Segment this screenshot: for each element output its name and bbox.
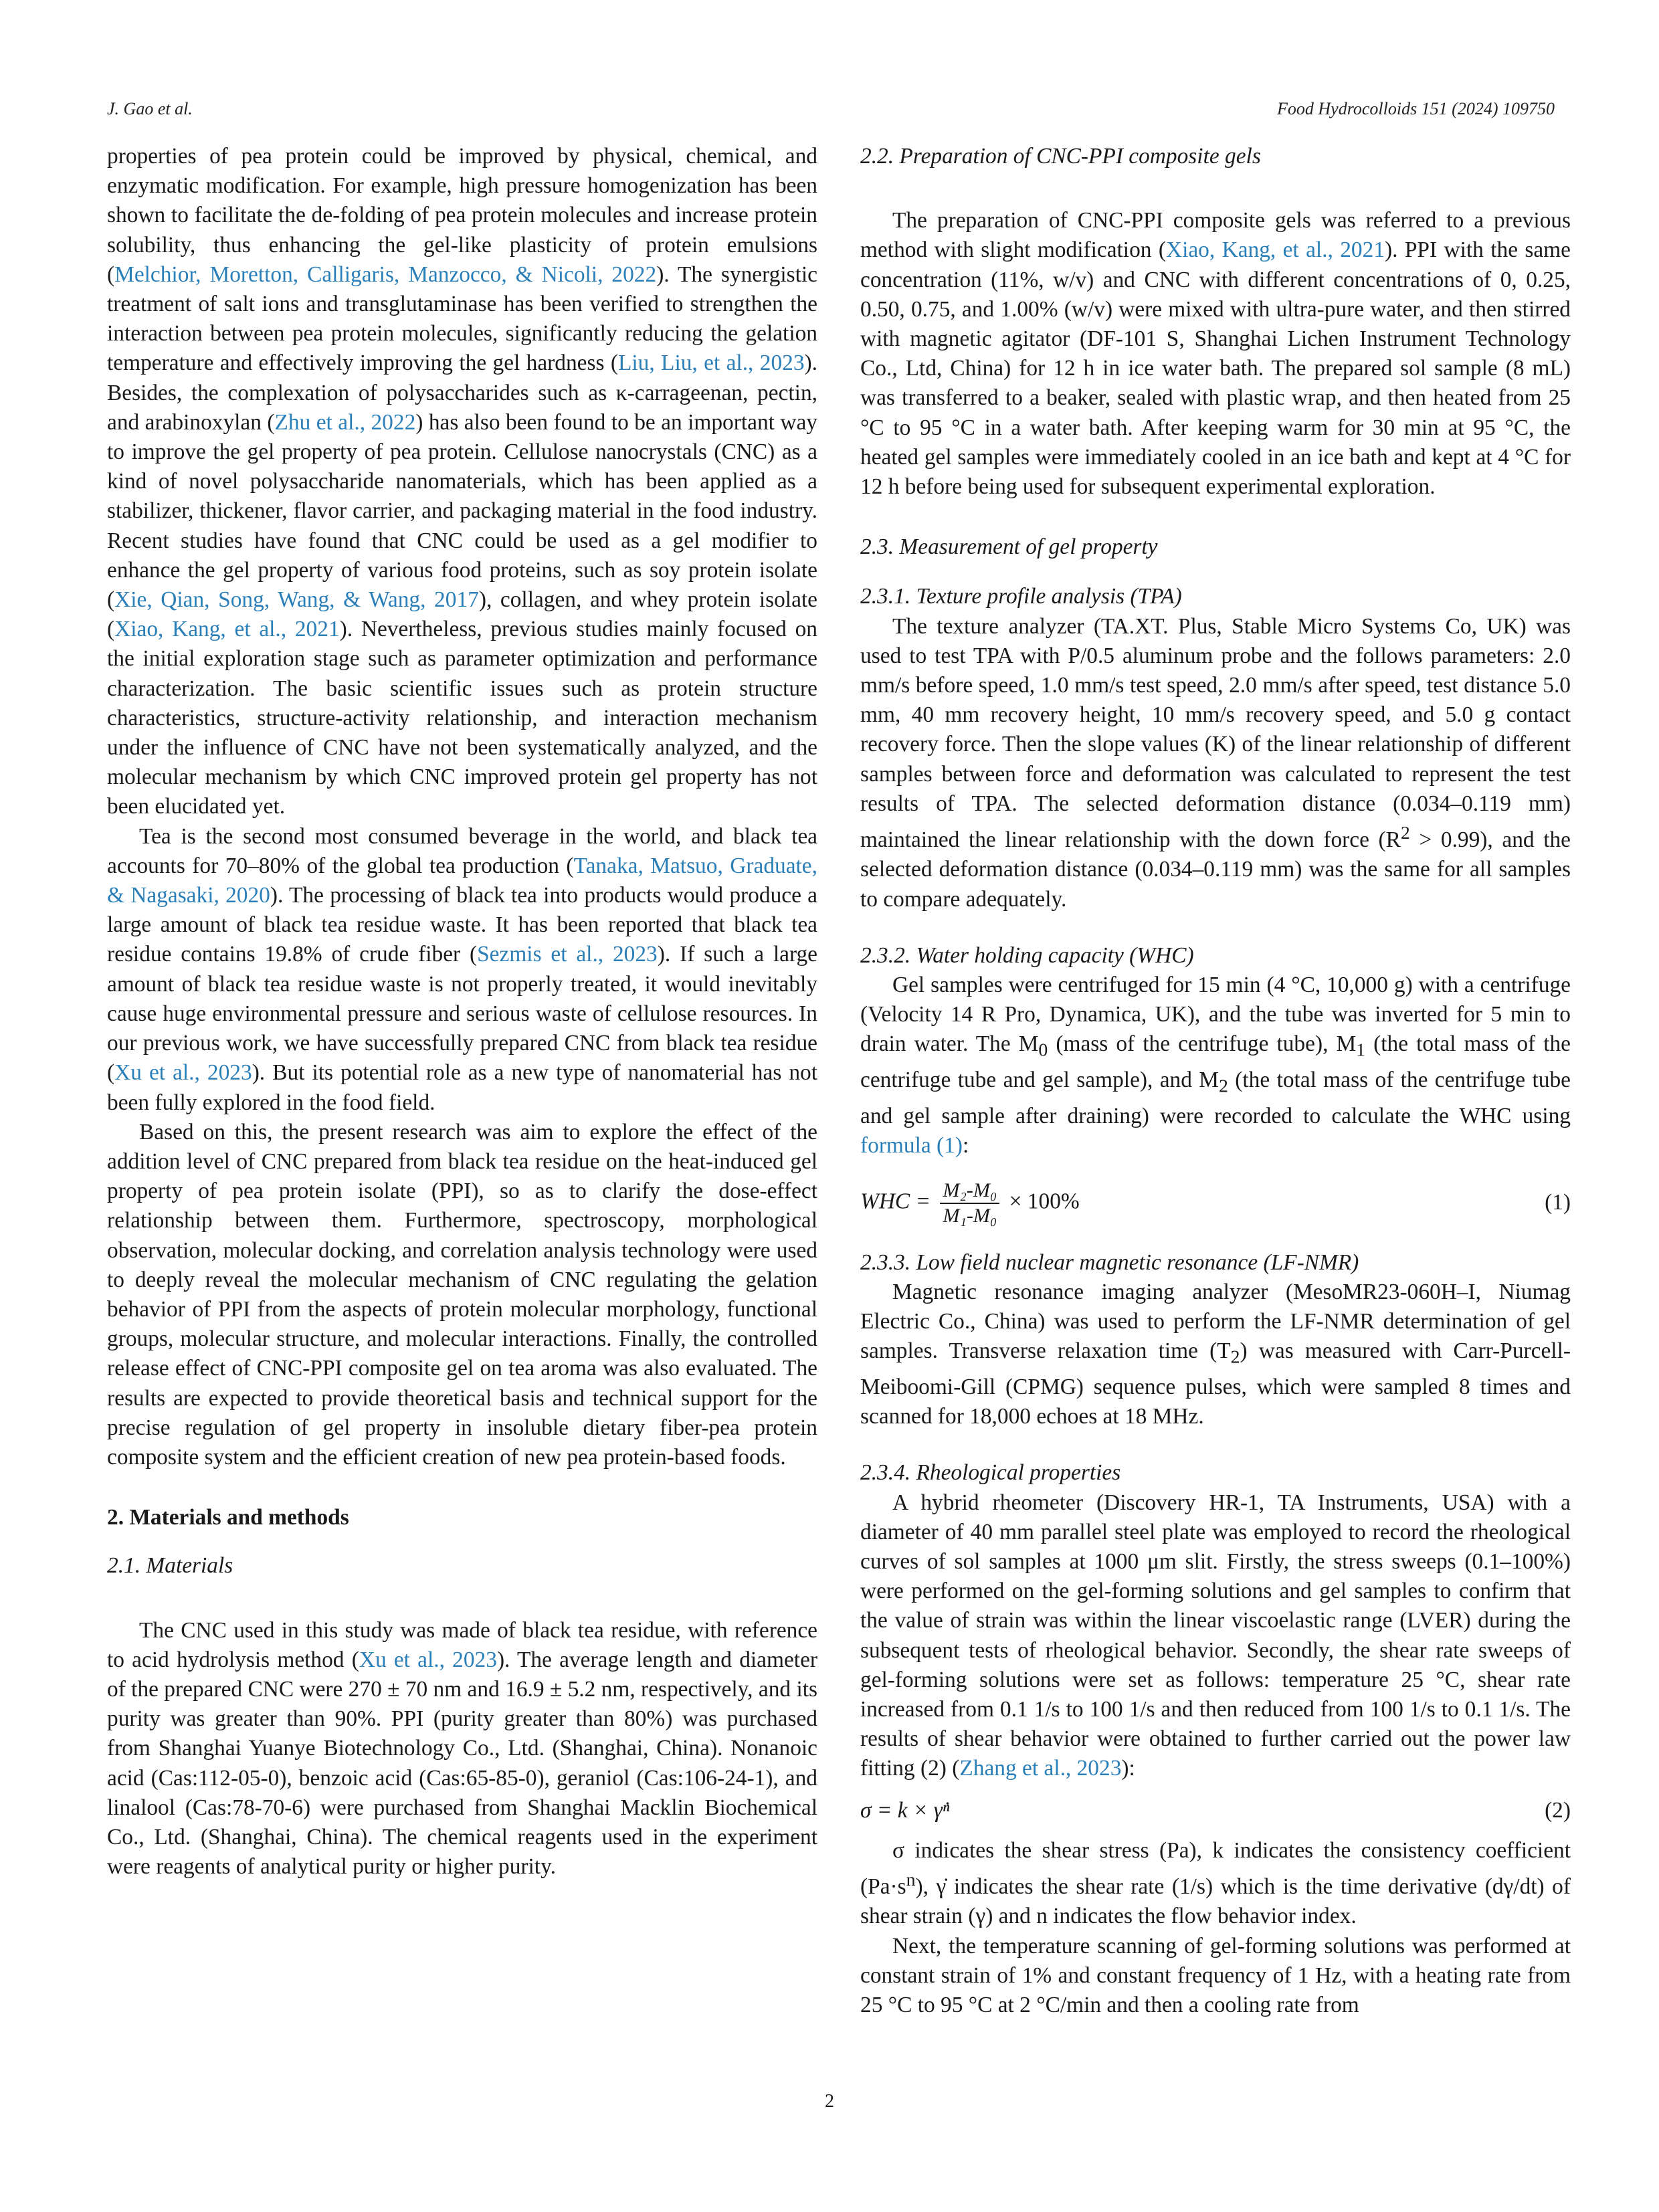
equation-fraction: M₂-M₀ M₁-M₀ bbox=[940, 1179, 1000, 1228]
text-run: properties of pea protein could be impro… bbox=[107, 144, 817, 287]
paragraph-rheology: A hybrid rheometer (Discovery HR-1, TA I… bbox=[860, 1488, 1571, 1784]
text-run: ). The processing of black tea into prod… bbox=[107, 883, 817, 967]
equation-rhs: × 100% bbox=[1009, 1189, 1080, 1214]
text-run: ). Nevertheless, previous studies mainly… bbox=[107, 617, 817, 819]
paragraph-aim: Based on this, the present research was … bbox=[107, 1119, 817, 1470]
text-run: The preparation of CNC-PPI composite gel… bbox=[860, 208, 1571, 263]
text-run: ). PPI with the same concentration (11%,… bbox=[860, 237, 1571, 500]
text-run: Magnetic resonance imaging analyzer (Mes… bbox=[860, 1279, 1571, 1364]
text-run: > 0.99), and the selected deformation di… bbox=[860, 827, 1571, 912]
subsubsection-heading-rheology: 2.3.4. Rheological properties bbox=[860, 1460, 1121, 1486]
text-run: σ indicates the shear stress (Pa), k ind… bbox=[860, 1837, 1571, 1900]
text-run: ). Besides, the complexation of polysacc… bbox=[107, 350, 817, 435]
citation-link[interactable]: Xiao, Kang, et al., 2021 bbox=[114, 617, 340, 642]
text-run: ) has also been found to be an important… bbox=[107, 409, 817, 613]
paragraph-lfnmr: Magnetic resonance imaging analyzer (Mes… bbox=[860, 1278, 1571, 1432]
paragraph-temperature-scan: Next, the temperature scanning of gel-fo… bbox=[860, 1933, 1571, 2018]
equation-body: WHC = M₂-M₀ M₁-M₀ × 100% bbox=[860, 1179, 1080, 1228]
citation-link[interactable]: Xiao, Kang, et al., 2021 bbox=[1165, 237, 1385, 263]
equation-number: (1) bbox=[1545, 1190, 1571, 1215]
text-run: A hybrid rheometer (Discovery HR-1, TA I… bbox=[860, 1490, 1571, 1781]
subsection-heading-preparation: 2.2. Preparation of CNC-PPI composite ge… bbox=[860, 144, 1261, 169]
subsubsection-heading-lfnmr: 2.3.3. Low field nuclear magnetic resona… bbox=[860, 1249, 1359, 1275]
running-head-authors: J. Gao et al. bbox=[107, 99, 193, 118]
running-head-journal: Food Hydrocolloids 151 (2024) 109750 bbox=[1277, 99, 1555, 118]
subscript: 2 bbox=[1230, 1346, 1240, 1368]
citation-link[interactable]: Zhang et al., 2023 bbox=[959, 1756, 1122, 1781]
paragraph-tpa: The texture analyzer (TA.XT. Plus, Stabl… bbox=[860, 612, 1571, 914]
superscript: 2 bbox=[1400, 823, 1410, 844]
subsection-heading-gel-property: 2.3. Measurement of gel property bbox=[860, 534, 1158, 560]
text-run: ). But its potential role as a new type … bbox=[107, 1060, 817, 1115]
text-run: The texture analyzer (TA.XT. Plus, Stabl… bbox=[860, 613, 1571, 853]
text-run: : bbox=[962, 1133, 969, 1159]
page-number: 2 bbox=[825, 2091, 834, 2112]
subsubsection-heading-tpa: 2.3.1. Texture profile analysis (TPA) bbox=[860, 584, 1182, 609]
fraction-numerator: M₂-M₀ bbox=[940, 1179, 1000, 1204]
text-run: ) was measured with Carr-Purcell-Meiboom… bbox=[860, 1338, 1571, 1429]
text-run: (mass of the centrifuge tube), M bbox=[1048, 1031, 1357, 1057]
text-run: (the total mass of the centrifuge tube a… bbox=[860, 1068, 1571, 1129]
paragraph-intro-continued: properties of pea protein could be impro… bbox=[107, 142, 817, 822]
subscript: 0 bbox=[1038, 1040, 1048, 1062]
paragraph-materials: The CNC used in this study was made of b… bbox=[107, 1616, 817, 1882]
equation-power-law: σ = k × γ̇ⁿ (2) bbox=[860, 1796, 1571, 1825]
equation-whc: WHC = M₂-M₀ M₁-M₀ × 100% (1) bbox=[860, 1179, 1571, 1228]
formula-link[interactable]: formula (1) bbox=[860, 1133, 963, 1159]
fraction-denominator: M₁-M₀ bbox=[943, 1204, 997, 1227]
text-run: (the total mass of the centrifuge tube a… bbox=[860, 1031, 1571, 1093]
subscript: 1 bbox=[1356, 1040, 1366, 1062]
equation-lhs: WHC = bbox=[860, 1189, 931, 1214]
subsection-heading-materials: 2.1. Materials bbox=[107, 1553, 233, 1579]
equation-number: (2) bbox=[1545, 1797, 1571, 1823]
right-column: 2.2. Preparation of CNC-PPI composite ge… bbox=[860, 142, 1571, 2020]
citation-link[interactable]: Xu et al., 2023 bbox=[359, 1647, 497, 1672]
equation-body: σ = k × γ̇ⁿ bbox=[860, 1797, 950, 1823]
text-run: ), collagen, and whey protein isolate ( bbox=[107, 587, 817, 642]
subscript: 2 bbox=[1219, 1076, 1228, 1097]
text-run: Gel samples were centrifuged for 15 min … bbox=[860, 973, 1571, 1057]
citation-link[interactable]: Zhu et al., 2022 bbox=[274, 409, 416, 435]
paragraph-preparation: The preparation of CNC-PPI composite gel… bbox=[860, 206, 1571, 502]
superscript: n bbox=[906, 1870, 916, 1891]
citation-link[interactable]: Xu et al., 2023 bbox=[114, 1060, 252, 1086]
citation-link[interactable]: Liu, Liu, et al., 2023 bbox=[617, 350, 805, 376]
text-run: ). If such a large amount of black tea r… bbox=[107, 942, 817, 1086]
section-heading-materials-methods: 2. Materials and methods bbox=[107, 1505, 349, 1530]
text-run: ), γ̇ indicates the shear rate (1/s) whi… bbox=[860, 1874, 1571, 1929]
text-run: ): bbox=[1121, 1756, 1135, 1781]
text-run: The CNC used in this study was made of b… bbox=[107, 1617, 817, 1672]
citation-link[interactable]: Xie, Qian, Song, Wang, & Wang, 2017 bbox=[114, 587, 479, 613]
subsubsection-heading-whc: 2.3.2. Water holding capacity (WHC) bbox=[860, 942, 1194, 968]
text-run: ). The synergistic treatment of salt ion… bbox=[107, 262, 817, 376]
paragraph-whc: Gel samples were centrifuged for 15 min … bbox=[860, 971, 1571, 1161]
text-run: Tea is the second most consumed beverage… bbox=[107, 823, 817, 878]
citation-link[interactable]: Sezmis et al., 2023 bbox=[477, 942, 658, 967]
left-column: properties of pea protein could be impro… bbox=[107, 142, 817, 1882]
text-run: ). The average length and diameter of th… bbox=[107, 1647, 818, 1880]
citation-link[interactable]: Melchior, Moretton, Calligaris, Manzocco… bbox=[114, 262, 657, 287]
paragraph-variables: σ indicates the shear stress (Pa), k ind… bbox=[860, 1836, 1571, 1932]
citation-link[interactable]: Tanaka, Matsuo, Graduate, & Nagasaki, 20… bbox=[107, 853, 817, 908]
paragraph-tea: Tea is the second most consumed beverage… bbox=[107, 822, 817, 1118]
